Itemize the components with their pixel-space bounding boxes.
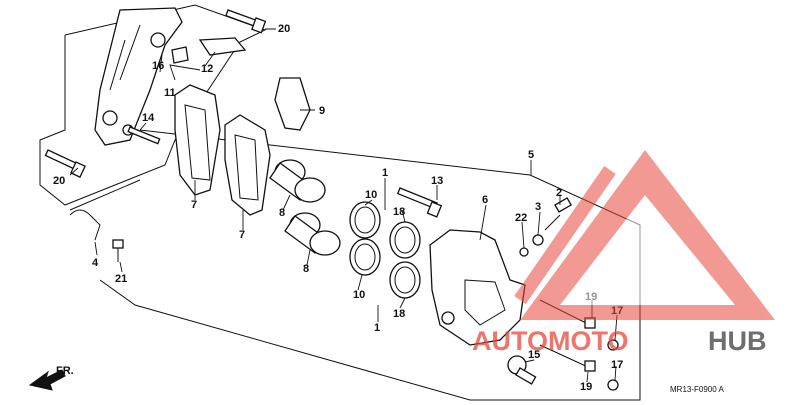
callout-18-lower: 18 — [393, 308, 405, 320]
callout-14: 14 — [142, 112, 155, 124]
piston-8-lower — [284, 212, 341, 256]
bracket-pin-outline — [69, 179, 141, 211]
seal-10-lower — [349, 238, 381, 276]
callout-11: 11 — [164, 87, 176, 99]
callout-7-outer: 7 — [239, 229, 245, 241]
callout-2: 2 — [556, 187, 562, 199]
seal-18-upper — [389, 221, 421, 259]
callout-19-lower: 19 — [580, 381, 592, 393]
callout-3: 3 — [535, 201, 541, 213]
callout-6: 6 — [482, 194, 488, 206]
callout-17-lower: 17 — [611, 359, 623, 371]
callout-18-upper: 18 — [393, 206, 405, 218]
caliper-mount-hole — [441, 311, 455, 325]
callout-4: 4 — [92, 257, 99, 269]
callout-21: 21 — [115, 273, 127, 285]
watermark-logo — [514, 150, 775, 320]
watermark-text-hub: HUB — [708, 326, 767, 356]
callout-7-inner: 7 — [191, 199, 197, 211]
watermark-text-moto: MOTO — [548, 326, 629, 356]
slide-pin-13 — [396, 187, 443, 218]
washer-22 — [519, 247, 529, 257]
bracket-ribs — [109, 24, 141, 91]
mount-bolt-15 — [507, 355, 537, 385]
callout-1-bottom: 1 — [374, 322, 380, 334]
seal-10-upper — [349, 201, 381, 239]
callout-22: 22 — [515, 212, 527, 224]
pin-19-lower — [539, 344, 596, 372]
drawing-code: MR13-F0900 A — [670, 385, 724, 394]
callout-8-upper: 8 — [279, 207, 285, 219]
pad-7-inner-friction — [184, 104, 211, 181]
bleeder-cap-3 — [532, 234, 544, 246]
pad-retainer-12 — [198, 37, 247, 56]
bolt-21 — [112, 239, 124, 262]
callout-8-lower: 8 — [303, 263, 309, 275]
seal-18-lower — [389, 261, 421, 299]
callout-9: 9 — [319, 105, 325, 117]
pin-cap-17-lower — [607, 379, 619, 391]
bracket-hole-top — [150, 32, 166, 48]
piston-8-upper — [269, 159, 326, 203]
callout-20-top: 20 — [278, 23, 290, 35]
pin-boot-16 — [171, 46, 189, 64]
callout-13: 13 — [431, 175, 443, 187]
callout-5: 5 — [528, 149, 534, 161]
watermark-text-auto: AUTO — [472, 326, 548, 356]
direction-label: FR. — [56, 365, 74, 377]
pad-7-outer-friction — [234, 134, 259, 201]
bracket-hole-bottom — [102, 110, 118, 126]
callout-16: 16 — [152, 60, 164, 72]
callout-20-bottom: 20 — [53, 175, 65, 187]
pad-shim-9 — [274, 77, 311, 131]
bleeder-valve-2 — [544, 197, 573, 231]
front-direction-arrow-icon — [28, 369, 66, 391]
pad-spring-4 — [69, 209, 101, 241]
callout-1-top: 1 — [382, 167, 388, 179]
bolt-20-top — [225, 9, 267, 34]
leader-lines — [69, 28, 618, 383]
callout-15: 15 — [528, 349, 540, 361]
bolt-20-bottom — [44, 149, 86, 178]
watermark-triangle-inner — [560, 195, 735, 305]
pin-cap-17-upper — [607, 339, 619, 351]
bracket-pin-14 — [122, 124, 161, 145]
callout-10-upper: 10 — [365, 189, 377, 201]
caliper-body-bore — [464, 279, 506, 326]
callout-10-lower: 10 — [353, 289, 365, 301]
callout-12: 12 — [201, 63, 213, 75]
brake-pad-7-outer — [224, 114, 271, 216]
caliper-group-outline — [99, 129, 641, 401]
